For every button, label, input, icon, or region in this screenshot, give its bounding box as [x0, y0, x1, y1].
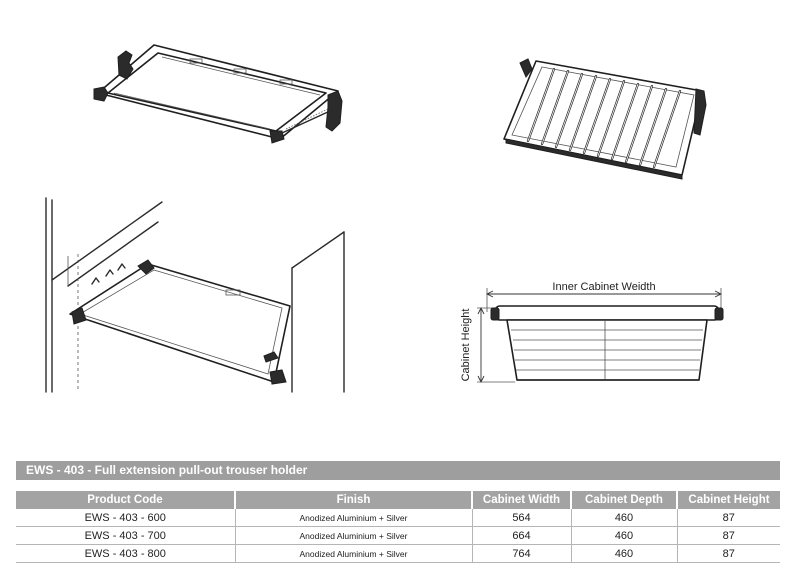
column-header-product-code: Product Code	[16, 491, 236, 509]
table-header-row: Product Code Finish Cabinet Width Cabine…	[16, 491, 780, 509]
cabinet-width-cell: 564	[472, 509, 572, 527]
cabinet-width-cell: 764	[472, 544, 572, 563]
cabinet-depth-cell: 460	[571, 544, 678, 563]
table-row: EWS - 403 - 700 Anodized Aluminium + Sil…	[16, 526, 780, 545]
cabinet-height-cell: 87	[677, 526, 780, 545]
table-row: EWS - 403 - 600 Anodized Aluminium + Sil…	[16, 509, 780, 527]
product-code-cell: EWS - 403 - 800	[16, 544, 236, 563]
height-dimension-label: Cabinet Height	[460, 309, 472, 382]
installed-cabinet-drawing	[45, 197, 345, 393]
cabinet-height-cell: 87	[677, 544, 780, 563]
product-code-cell: EWS - 403 - 700	[16, 526, 236, 545]
cabinet-depth-cell: 460	[571, 526, 678, 545]
table-row: EWS - 403 - 800 Anodized Aluminium + Sil…	[16, 544, 780, 563]
width-dimension-label: Inner Cabinet Weidth	[552, 281, 655, 293]
finish-cell: Anodized Aluminium + Silver	[235, 526, 473, 545]
finish-cell: Anodized Aluminium + Silver	[235, 509, 473, 527]
spec-table: Product Code Finish Cabinet Width Cabine…	[16, 491, 780, 563]
rack-perspective-drawing	[503, 58, 707, 180]
column-header-finish: Finish	[235, 491, 473, 509]
cabinet-width-cell: 664	[472, 526, 572, 545]
column-header-cabinet-width: Cabinet Width	[472, 491, 572, 509]
cabinet-depth-cell: 460	[571, 509, 678, 527]
product-code-cell: EWS - 403 - 600	[16, 509, 236, 527]
dimension-drawing: Inner Cabinet Weidth Cabinet Height	[460, 281, 724, 384]
frame-top-view-drawing	[93, 44, 343, 144]
finish-cell: Anodized Aluminium + Silver	[235, 544, 473, 563]
column-header-cabinet-height: Cabinet Height	[677, 491, 780, 509]
column-header-cabinet-depth: Cabinet Depth	[571, 491, 678, 509]
product-title-bar: EWS - 403 - Full extension pull-out trou…	[16, 461, 780, 480]
cabinet-height-cell: 87	[677, 509, 780, 527]
